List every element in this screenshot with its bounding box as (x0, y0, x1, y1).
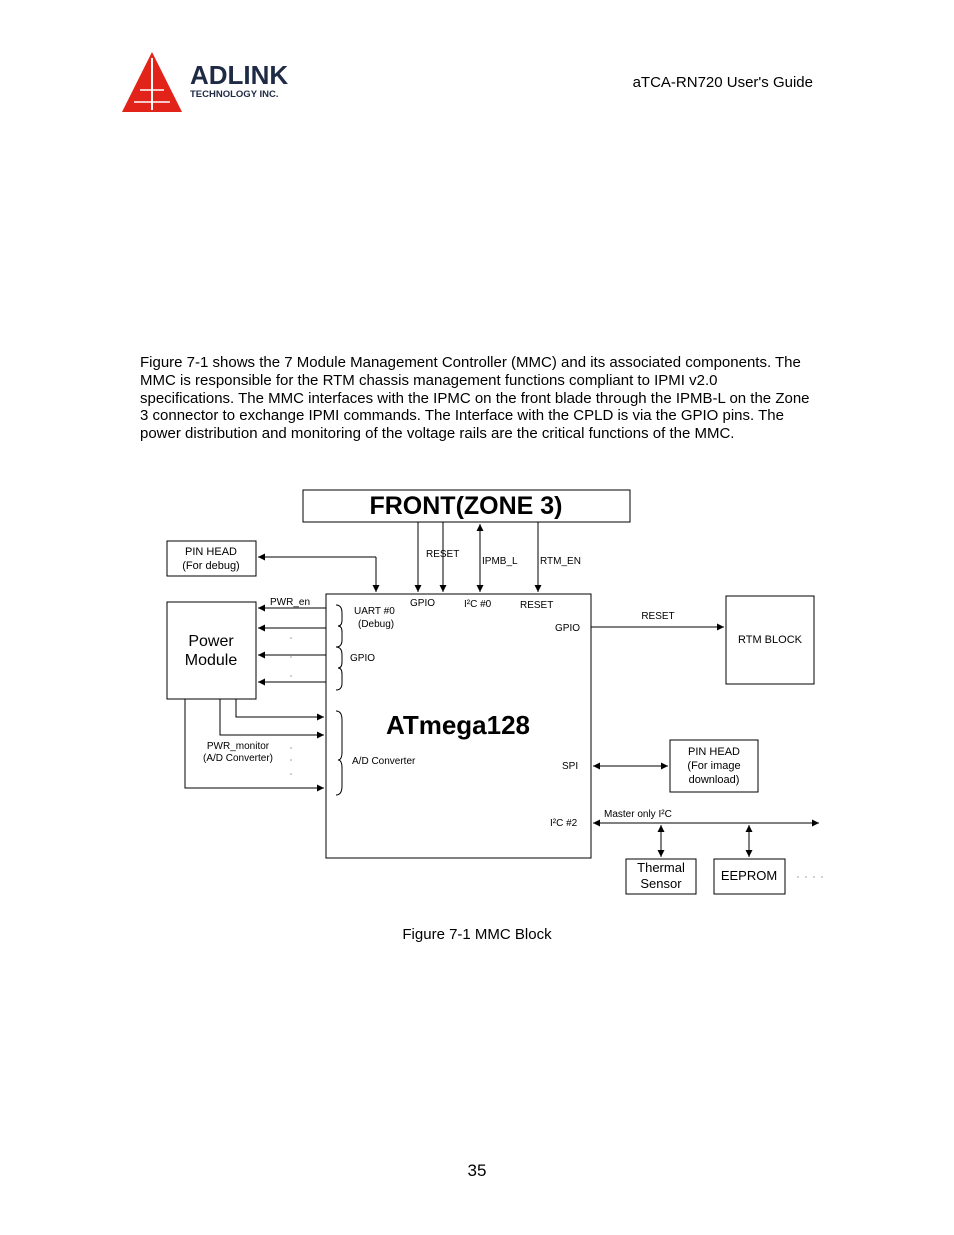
figure-caption: Figure 7-1 MMC Block (402, 926, 552, 943)
mmc-block-diagram: FRONT(ZONE 3) PIN HEAD (For debug) Power… (166, 489, 823, 895)
logo-brand-sub: TECHNOLOGY INC. (190, 89, 279, 100)
i2c0-label: I²C #0 (464, 599, 492, 610)
ad-converter-label: A/D Converter (352, 756, 416, 767)
intro-paragraph: Figure 7-1 shows the 7 Module Management… (140, 354, 810, 443)
atmega128-box (325, 593, 592, 859)
gpio-left-label: GPIO (350, 653, 375, 664)
eeprom-label: EEPROM (721, 868, 777, 883)
eeprom-box (713, 858, 786, 895)
uart-sublabel: (Debug) (358, 619, 394, 630)
master-only-label: Master only I²C (604, 809, 672, 820)
rtm-en-label: RTM_EN (540, 556, 581, 567)
front-zone-label: FRONT(ZONE 3) (369, 492, 562, 520)
page-number: 35 (467, 1161, 487, 1180)
pin-head-debug-sublabel: (For debug) (182, 560, 239, 572)
uart-label: UART #0 (354, 606, 395, 617)
gpio-right-label: GPIO (555, 623, 580, 634)
pwr-monitor-label: PWR_monitor (207, 741, 270, 752)
atmega128-label: ATmega128 (386, 710, 530, 740)
front-zone-box (302, 489, 631, 523)
thermal-sensor-sublabel: Sensor (640, 876, 682, 891)
adlink-logo: ADLINK TECHNOLOGY INC. (122, 52, 288, 112)
gpio-top-label: GPIO (410, 598, 435, 609)
power-module-label: Power (188, 633, 234, 650)
pin-head-download-sublabel-2: download) (689, 774, 740, 786)
reset-out-label: RESET (641, 611, 674, 622)
logo-brand: ADLINK (190, 60, 288, 90)
power-module-box (166, 601, 257, 700)
pwr-en-label: PWR_en (270, 597, 310, 608)
pin-head-debug-label: PIN HEAD (185, 546, 237, 558)
pin-head-download-sublabel: (For image (687, 760, 740, 772)
rtm-block-label: RTM BLOCK (738, 634, 803, 646)
spi-label: SPI (562, 761, 578, 772)
thermal-sensor-box (625, 858, 697, 895)
thermal-sensor-label: Thermal (637, 860, 685, 875)
intro-section: Figure 7-1 shows the 7 Module Management… (140, 354, 815, 443)
i2c2-label: I²C #2 (550, 818, 578, 829)
ipmb-l-label: IPMB_L (482, 556, 518, 567)
pin-head-download-label: PIN HEAD (688, 746, 740, 758)
pwr-monitor-sublabel: (A/D Converter) (203, 753, 273, 764)
pin-head-download-box (669, 739, 759, 793)
guide-title: aTCA-RN720 User's Guide (632, 74, 813, 91)
pin-head-debug-box (166, 540, 257, 577)
power-module-sublabel: Module (185, 652, 238, 669)
reset-top-inside-label: RESET (520, 600, 553, 611)
rtm-block-box (725, 595, 815, 685)
reset-in-label: RESET (426, 549, 459, 560)
